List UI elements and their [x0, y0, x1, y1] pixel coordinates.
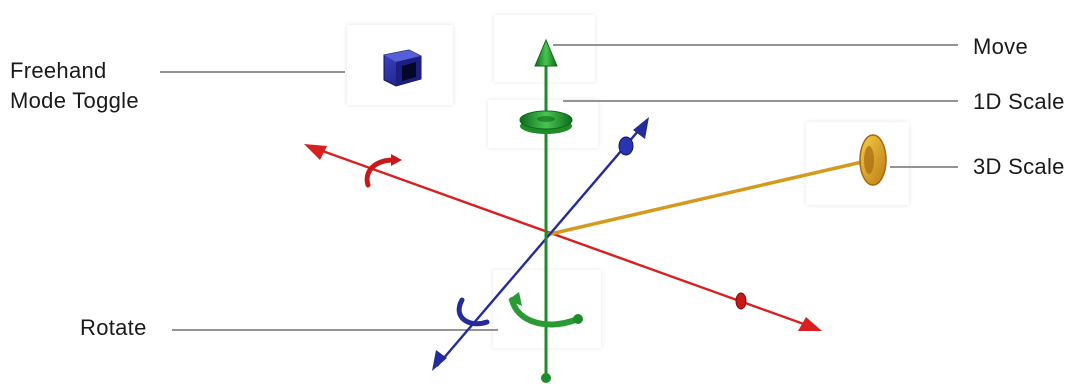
x-rotate-handle[interactable]: [364, 157, 397, 188]
scale-3d-axis: [545, 134, 887, 237]
z-scale-handle[interactable]: [618, 136, 634, 156]
x-axis-arrow-right[interactable]: [798, 317, 822, 331]
leader-lines: [160, 44, 958, 331]
freehand-label-line-1: Freehand: [10, 58, 107, 83]
scale-1d-label: 1D Scale: [973, 89, 1065, 114]
scale-3d-label: 3D Scale: [973, 154, 1065, 179]
freehand-mode-toggle-label: Freehand Mode Toggle: [10, 56, 139, 116]
z-axis-arrow-bottom[interactable]: [432, 350, 447, 371]
y-axis: [508, 38, 583, 383]
z-axis-arrow-top[interactable]: [633, 117, 649, 139]
z-rotate-handle[interactable]: [456, 297, 490, 327]
y-axis-end-handle[interactable]: [541, 373, 551, 383]
green-arrow-icon[interactable]: [534, 38, 558, 67]
x-scale-handle[interactable]: [735, 292, 747, 310]
z-axis: [432, 117, 649, 371]
blue-cube-icon[interactable]: [383, 49, 422, 87]
curved-arrow-icon[interactable]: [509, 297, 578, 328]
freehand-label-line-2: Mode Toggle: [10, 88, 139, 113]
x-axis-arrow-left[interactable]: [304, 144, 327, 160]
x-axis: [304, 144, 822, 331]
move-label: Move: [973, 34, 1028, 59]
rotate-label: Rotate: [80, 315, 147, 340]
